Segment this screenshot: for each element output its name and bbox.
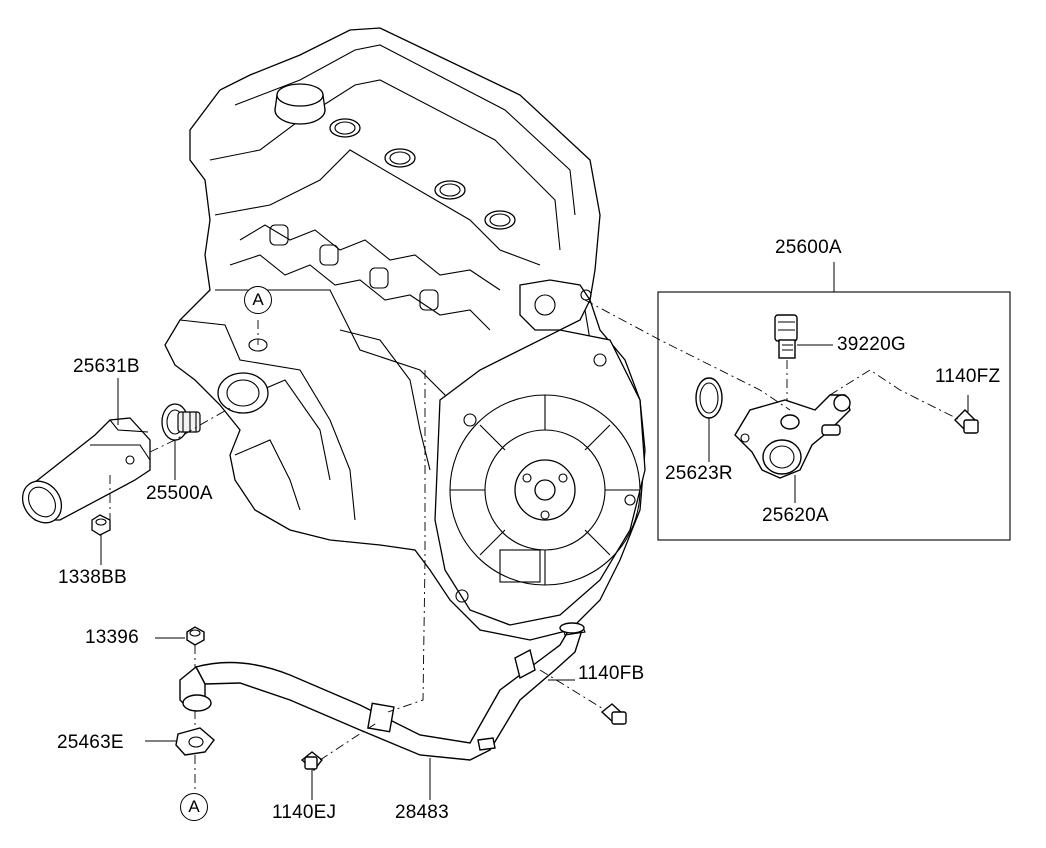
temperature-sensor-39220G — [774, 314, 798, 359]
bolt-1140FB — [600, 703, 627, 725]
part-label-1140EJ: 1140EJ — [272, 802, 337, 823]
part-label-25463E: 25463E — [57, 732, 124, 753]
water-pipe-28483 — [179, 622, 586, 761]
part-label-13396: 13396 — [85, 627, 139, 648]
part-label-1140FB: 1140FB — [578, 663, 645, 684]
assembly-center-lines — [109, 299, 961, 790]
part-label-39220G: 39220G — [837, 334, 906, 355]
gasket-25463E — [175, 727, 215, 756]
water-outlet-fitting-25620A — [734, 394, 851, 479]
leader-lines — [100, 344, 969, 800]
part-label-1140FZ: 1140FZ — [935, 366, 1001, 387]
nut-13396 — [186, 626, 205, 646]
assembly-label-25600A: 25600A — [775, 237, 842, 258]
part-label-25500A: 25500A — [146, 483, 213, 504]
thermostat-25500A — [161, 403, 201, 441]
part-label-25631B: 25631B — [73, 356, 140, 377]
part-label-28483: 28483 — [395, 802, 449, 823]
callout-marker-a-pipe: A — [180, 793, 208, 821]
engine-block-illustration — [164, 27, 646, 641]
callout-marker-a-engine: A — [244, 286, 272, 314]
o-ring-25623R — [695, 377, 723, 419]
part-label-1338BB: 1338BB — [58, 567, 127, 588]
nut-1338BB — [91, 514, 111, 536]
part-label-25623R: 25623R — [665, 463, 733, 484]
bolt-1140EJ — [300, 751, 323, 771]
bolt-1140FZ — [954, 409, 979, 434]
thermostat-housing-25631B — [21, 417, 151, 524]
part-label-25620A: 25620A — [762, 505, 829, 526]
